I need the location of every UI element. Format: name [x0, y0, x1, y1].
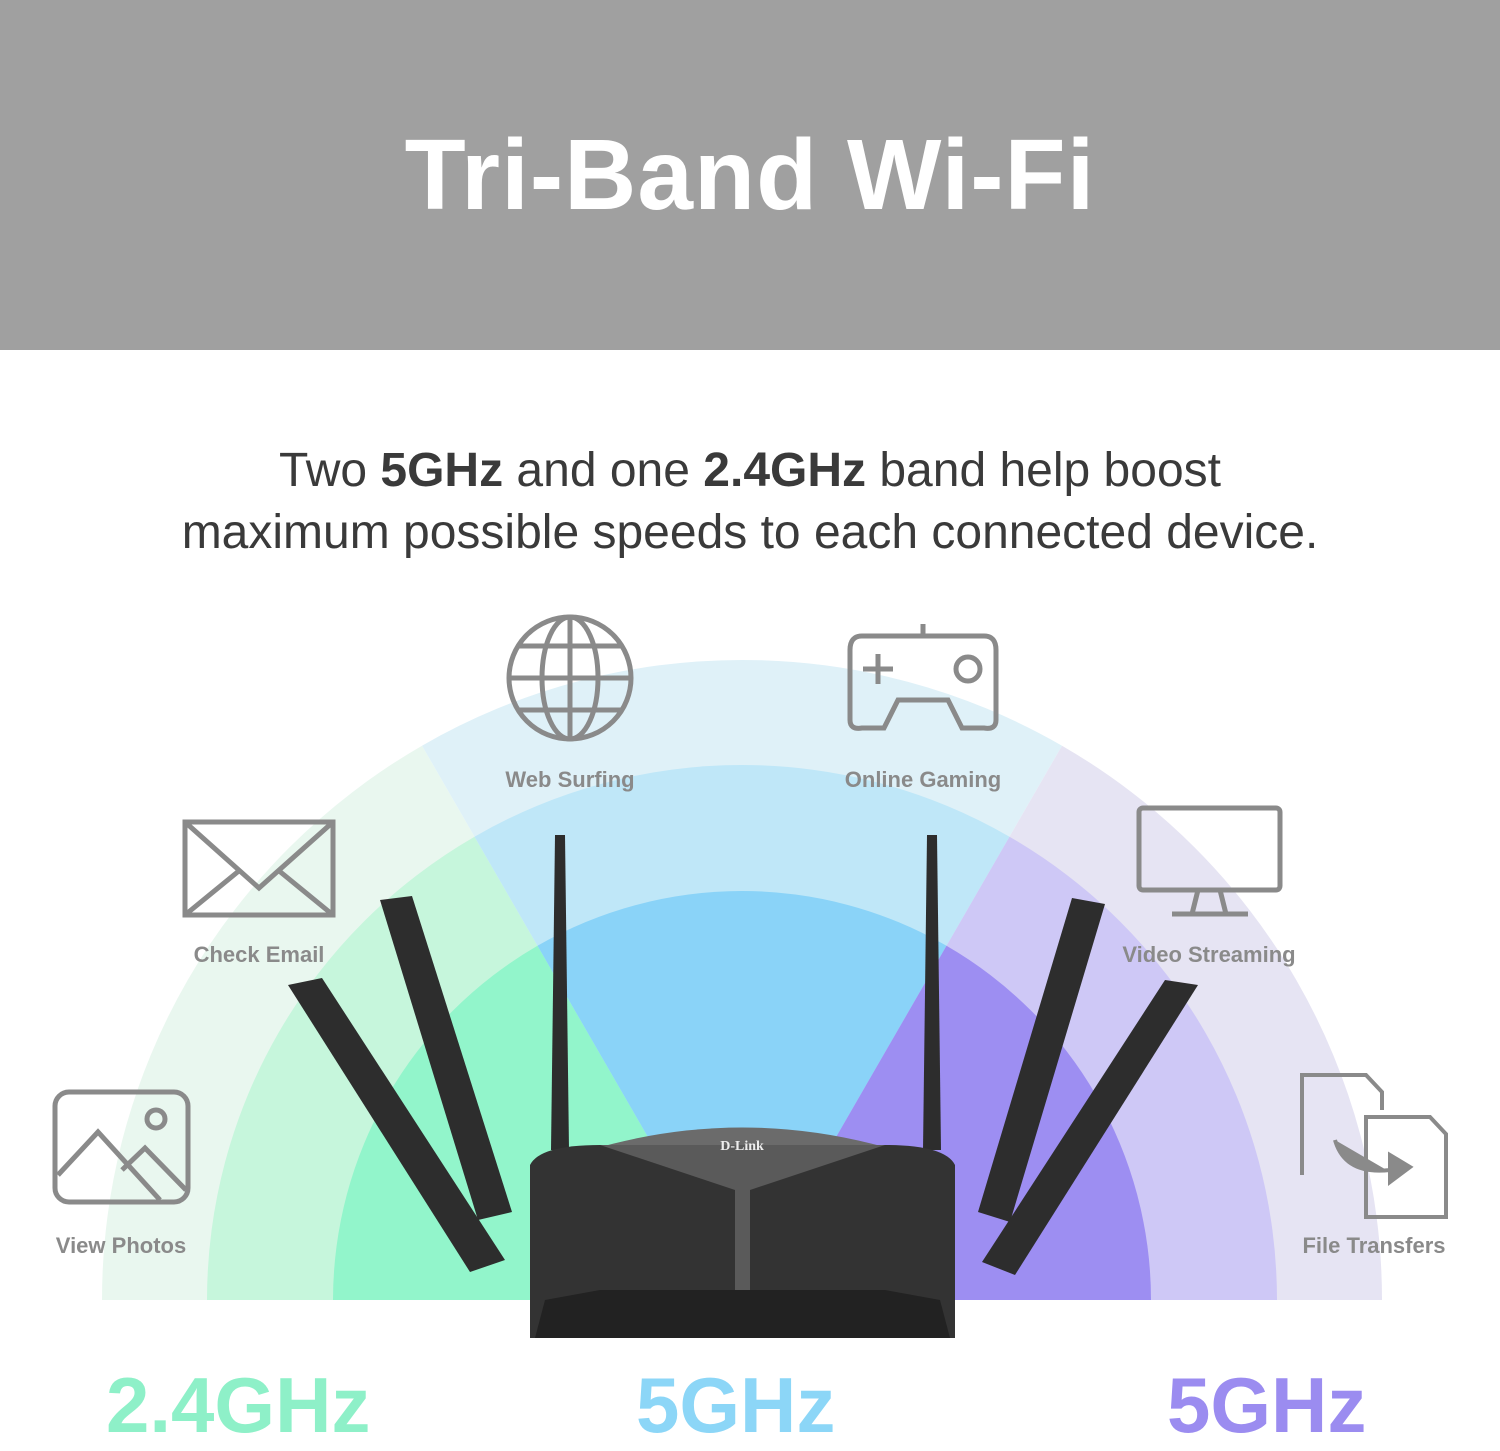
subtitle-text: band help boost — [866, 444, 1221, 497]
envelope-icon — [182, 819, 336, 918]
subtitle-text: Two — [279, 444, 381, 497]
band-label-5ghz-2: 5GHz — [1167, 1361, 1367, 1449]
router-image: D-Link — [288, 835, 1198, 1338]
subtitle-text: and one — [503, 444, 704, 497]
gamepad-icon — [847, 624, 999, 731]
router-brand-logo: D-Link — [720, 1139, 764, 1154]
activity-label-file-transfers: File Transfers — [1302, 1233, 1446, 1258]
activity-label-check-email: Check Email — [193, 942, 325, 967]
arc-inner-blue — [537, 891, 947, 1300]
title-banner: Tri-Band Wi-Fi — [0, 0, 1500, 350]
activity-label-web-surfing: Web Surfing — [505, 767, 635, 792]
activity-label-video-streaming: Video Streaming — [1122, 942, 1296, 967]
file-transfer-icon — [1300, 1073, 1448, 1219]
subtitle-bold-5ghz: 5GHz — [380, 444, 504, 497]
band-label-5ghz-1: 5GHz — [636, 1361, 836, 1449]
image-icon — [52, 1089, 191, 1205]
subtitle-bold-24ghz: 2.4GHz — [703, 444, 867, 497]
globe-icon — [506, 614, 634, 742]
activity-label-online-gaming: Online Gaming — [844, 767, 1002, 792]
page-title: Tri-Band Wi-Fi — [404, 118, 1096, 231]
activity-label-view-photos: View Photos — [55, 1233, 187, 1258]
antenna — [288, 835, 1198, 1275]
band-label-24ghz: 2.4GHz — [106, 1361, 371, 1449]
monitor-icon — [1136, 805, 1283, 917]
subtitle: Two 5GHz and one 2.4GHz band help boost … — [0, 440, 1500, 564]
subtitle-line2: maximum possible speeds to each connecte… — [181, 506, 1319, 559]
